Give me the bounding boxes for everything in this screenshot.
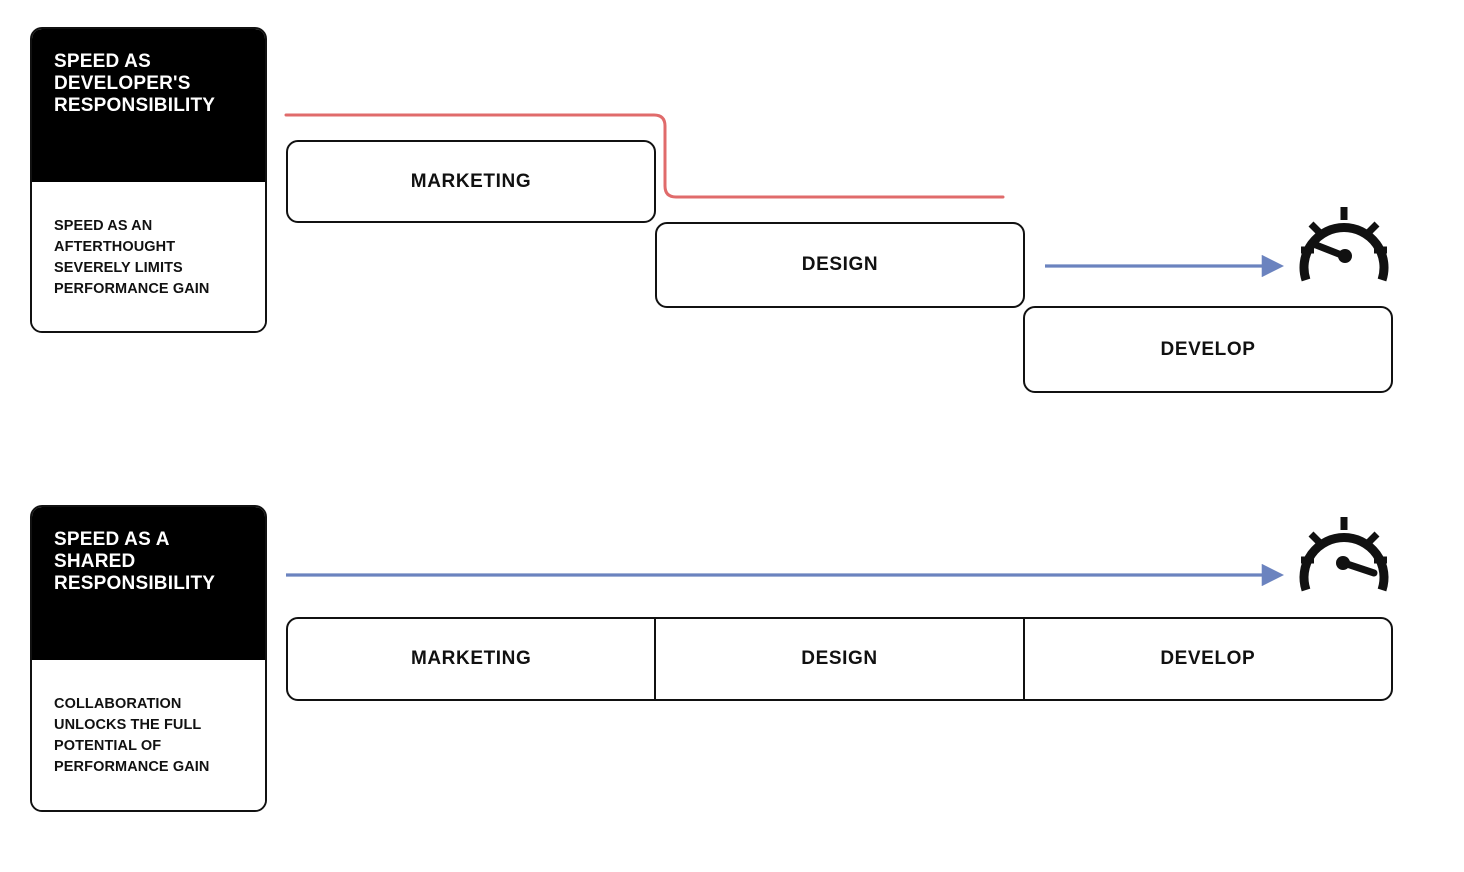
card-header-developer-responsibility: SPEED AS DEVELOPER'S RESPONSIBILITY: [32, 29, 265, 182]
stage-label: MARKETING: [410, 648, 532, 669]
stage-box-design-parallel[interactable]: DESIGN: [654, 619, 1022, 699]
card-heading: SPEED AS DEVELOPER'S RESPONSIBILITY: [54, 51, 216, 117]
speedometer-low-icon: [1299, 207, 1389, 282]
card-shared-responsibility: SPEED AS A SHARED RESPONSIBILITY COLLABO…: [30, 505, 267, 812]
stage-label: DESIGN: [801, 648, 878, 669]
card-developer-responsibility: SPEED AS DEVELOPER'S RESPONSIBILITY SPEE…: [30, 27, 267, 333]
stage-label: MARKETING: [410, 170, 532, 192]
card-body-developer-responsibility: SPEED AS AN AFTERTHOUGHT SEVERELY LIMITS…: [32, 182, 265, 331]
card-body-shared-responsibility: COLLABORATION UNLOCKS THE FULL POTENTIAL…: [32, 660, 265, 810]
stage-label: DEVELOP: [1160, 648, 1256, 669]
speedometer-high-icon: [1299, 517, 1389, 592]
stage-bar-parallel: MARKETING DESIGN DEVELOP: [286, 617, 1393, 701]
stage-label: DEVELOP: [1160, 338, 1256, 360]
stage-box-develop-parallel[interactable]: DEVELOP: [1022, 619, 1391, 699]
card-header-shared-responsibility: SPEED AS A SHARED RESPONSIBILITY: [32, 507, 265, 660]
stage-label: DESIGN: [801, 254, 879, 275]
card-heading: SPEED AS A SHARED RESPONSIBILITY: [54, 529, 216, 595]
stage-box-design-sequential[interactable]: DESIGN: [655, 222, 1025, 308]
stage-box-marketing-parallel[interactable]: MARKETING: [288, 619, 654, 699]
stage-box-marketing-sequential[interactable]: MARKETING: [286, 140, 656, 223]
card-description: COLLABORATION UNLOCKS THE FULL POTENTIAL…: [54, 696, 210, 776]
stage-box-develop-sequential[interactable]: DEVELOP: [1023, 306, 1393, 393]
card-description: SPEED AS AN AFTERTHOUGHT SEVERELY LIMITS…: [54, 218, 210, 298]
